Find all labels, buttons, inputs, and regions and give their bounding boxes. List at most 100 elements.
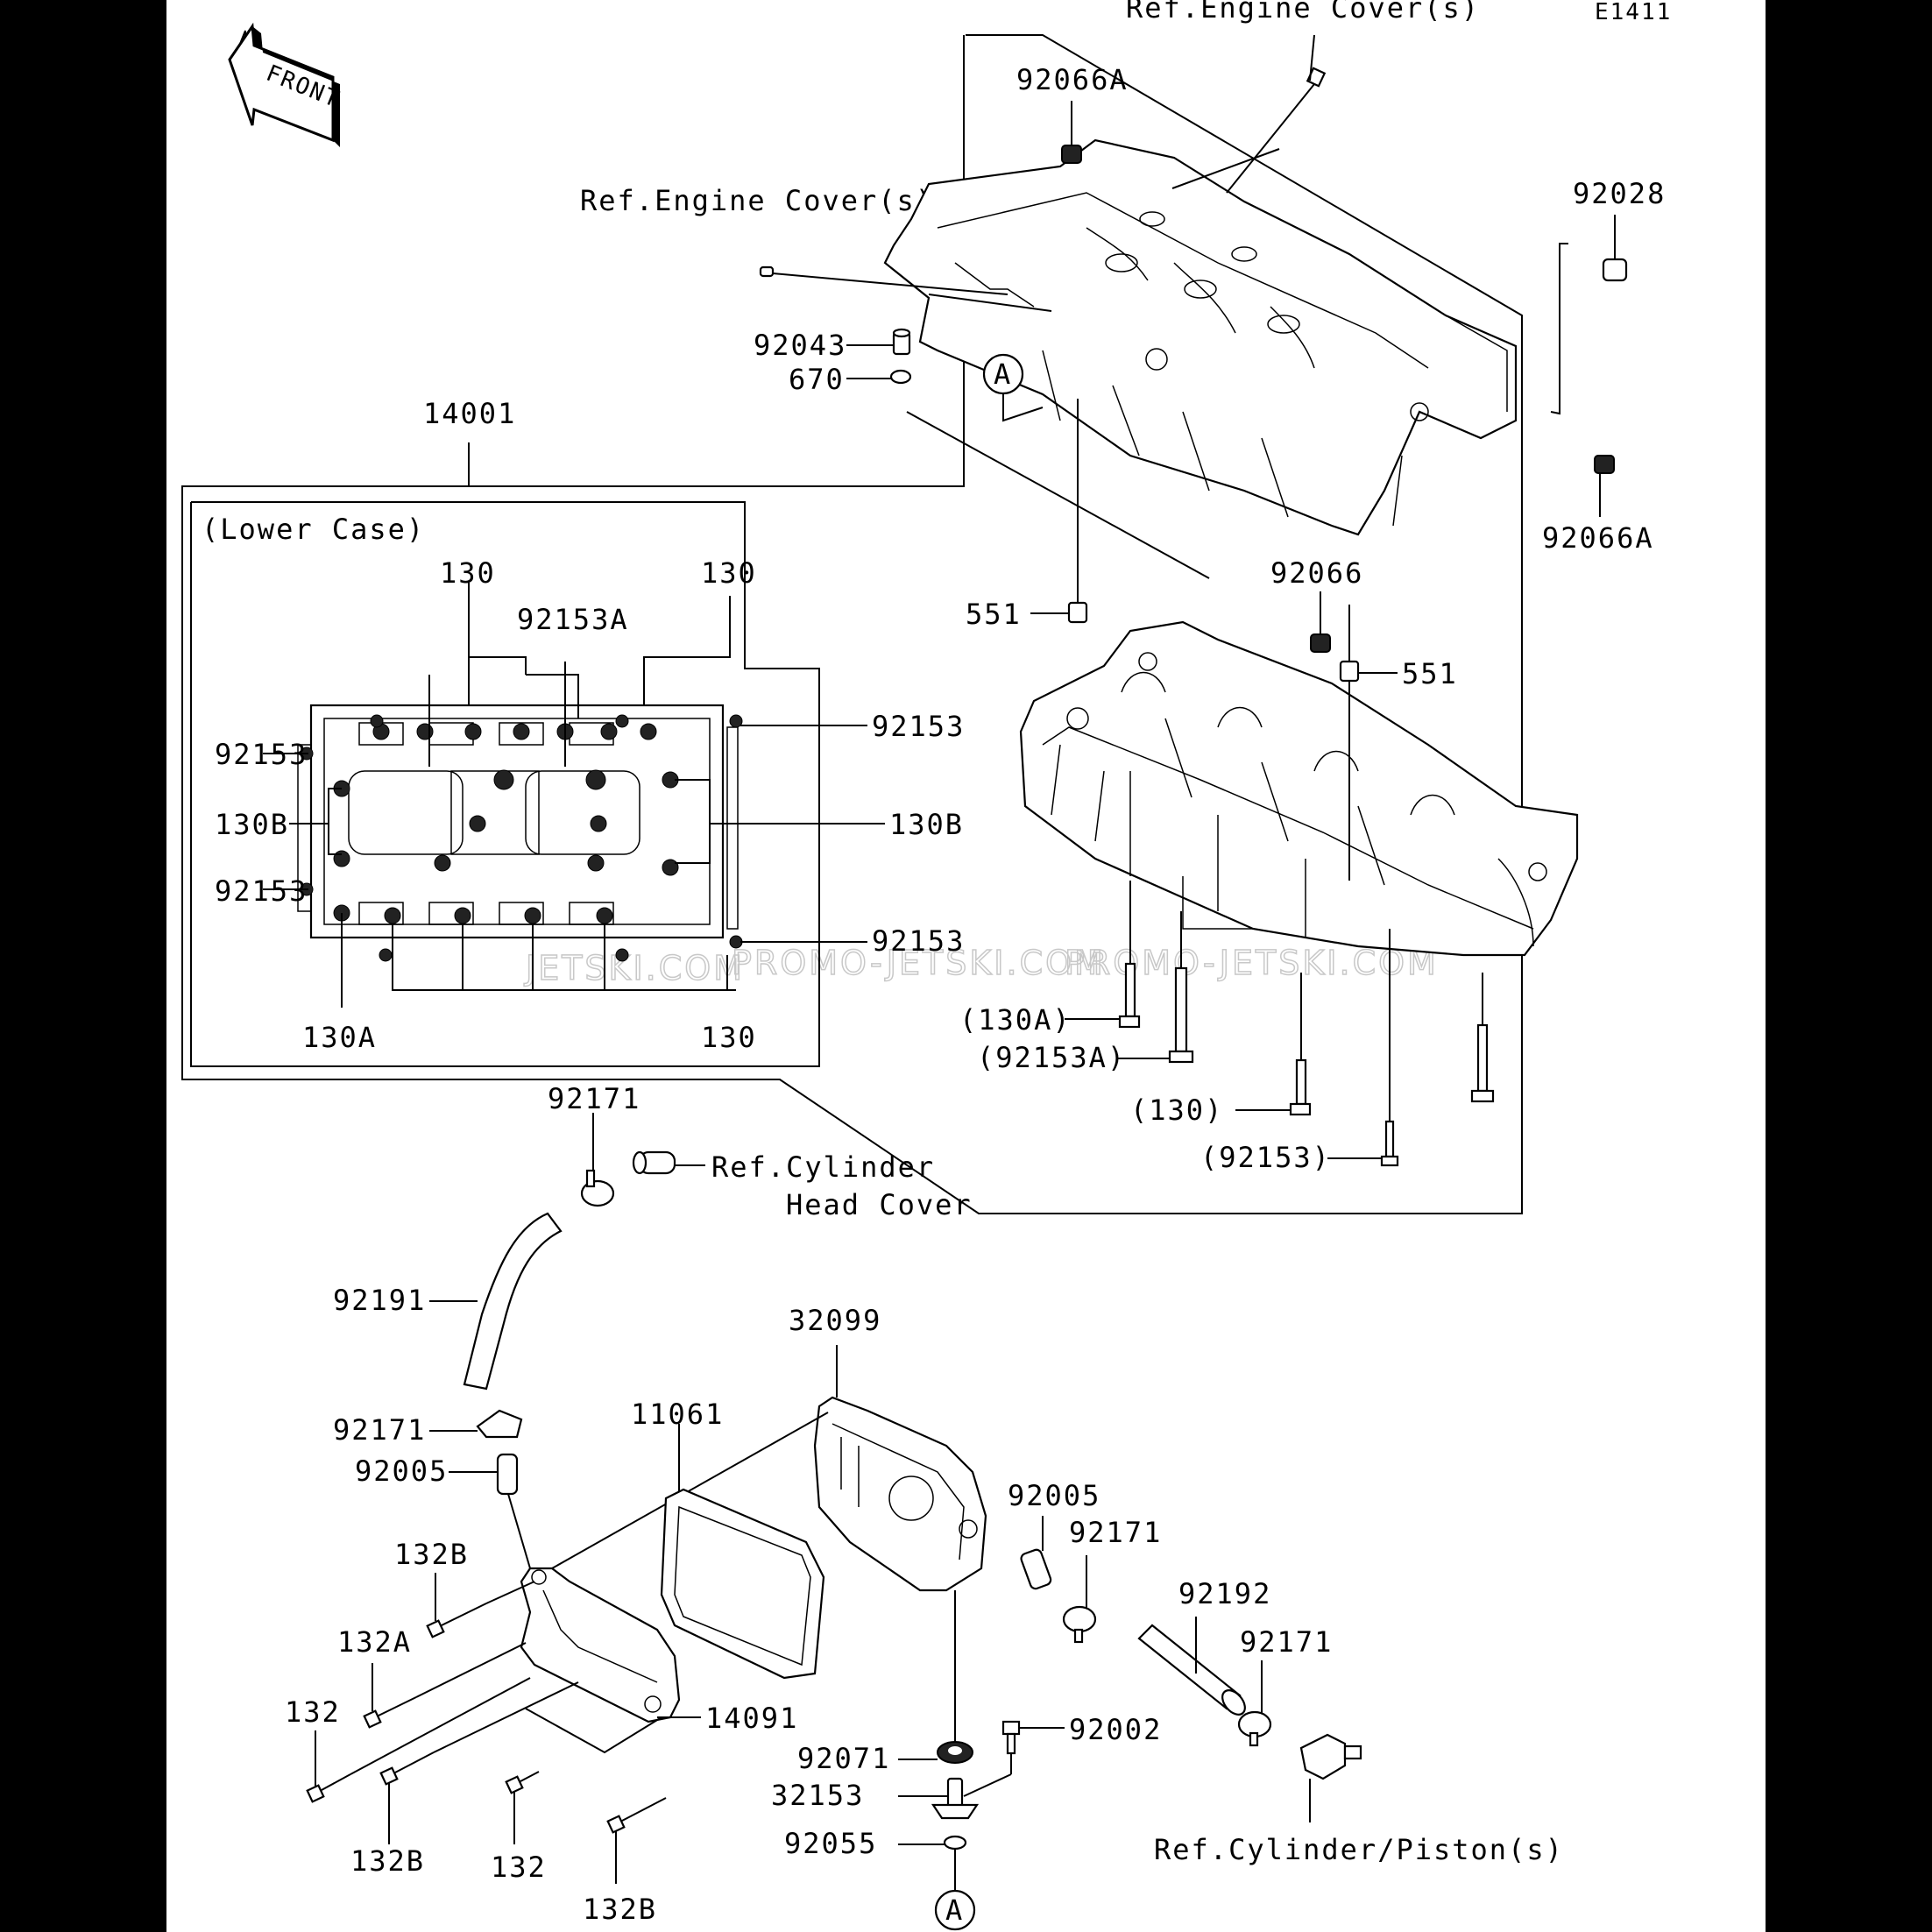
callout-92153A-paren: (92153A) — [977, 1041, 1126, 1074]
callout-92171-d: 92171 — [1240, 1625, 1333, 1659]
callout-32153: 32153 — [771, 1779, 864, 1812]
cover-14091 — [520, 1567, 681, 1723]
diagram-code: E1411 — [1595, 0, 1672, 25]
callout-130B-left: 130B — [215, 808, 289, 841]
ref-cylinder-head-cover-1: Ref.Cylinder — [711, 1150, 935, 1184]
callout-132B-mid: 132B — [350, 1844, 425, 1878]
callout-92066A-top: 92066A — [1016, 63, 1129, 96]
dowel-92066A-right — [1594, 455, 1615, 474]
callout-92028: 92028 — [1573, 177, 1666, 210]
lower-case-plan-view — [297, 704, 739, 939]
gasket-11061 — [660, 1488, 825, 1680]
callout-132B-bottom: 132B — [583, 1893, 657, 1926]
callout-132-left: 132 — [285, 1695, 341, 1729]
callout-130-paren: (130) — [1130, 1093, 1223, 1127]
assembly-bracket — [181, 34, 1523, 1214]
callout-132A: 132A — [337, 1625, 412, 1659]
bolt-132B-bottom — [606, 1797, 667, 1834]
callout-14091: 14091 — [705, 1702, 798, 1735]
ref-cylinder-head-cover-2: Head Cover — [786, 1188, 973, 1221]
callout-32099: 32099 — [789, 1304, 881, 1337]
bolt-92153 — [1380, 1120, 1399, 1167]
callout-92171-b: 92171 — [333, 1413, 426, 1447]
watermark-1: JETSKI.COM — [524, 949, 745, 987]
pipe-92005-right — [1020, 1548, 1052, 1590]
callout-130-right: 130 — [701, 556, 757, 590]
bolt-132-left — [306, 1773, 351, 1803]
ref-engine-cover-left: Ref.Engine Cover(s) — [580, 184, 934, 217]
callout-92153-bottom-left: 92153 — [215, 874, 308, 908]
callout-A-bottom: A — [945, 1893, 964, 1927]
dowel-92066 — [1310, 633, 1331, 653]
clamp-92171-top — [580, 1169, 615, 1207]
fitting-cyl-head-cover — [632, 1150, 676, 1175]
plug-92043 — [892, 328, 911, 356]
callout-130-left: 130 — [440, 556, 496, 590]
hose-92191 — [463, 1212, 563, 1391]
clamp-92171-right — [1062, 1605, 1097, 1644]
lower-case-frame — [190, 501, 820, 1067]
front-arrow-icon: FRONT — [228, 22, 343, 147]
callout-130B-right: 130B — [889, 808, 964, 841]
callout-130-bottom: 130 — [701, 1021, 757, 1054]
callout-92005-a: 92005 — [355, 1454, 448, 1488]
dowel-92066A-top — [1061, 145, 1082, 164]
bolt-132-bottom — [505, 1771, 540, 1794]
callout-14001: 14001 — [423, 397, 516, 430]
bolt-132A — [363, 1696, 417, 1729]
callout-551-right: 551 — [1402, 657, 1458, 690]
callout-92192: 92192 — [1178, 1577, 1271, 1610]
callout-A-top: A — [994, 357, 1012, 391]
callout-92153A: 92153A — [517, 603, 629, 636]
callout-92153-bottom-right: 92153 — [872, 924, 965, 958]
callout-92171-a: 92171 — [548, 1082, 640, 1115]
callout-11061: 11061 — [631, 1398, 724, 1431]
callout-92153-paren: (92153) — [1200, 1141, 1331, 1174]
bolt-92153A — [1168, 966, 1194, 1064]
dowel-551-left — [1067, 601, 1088, 624]
callout-92153-top-left: 92153 — [215, 738, 308, 771]
clamp-92171-far — [1237, 1710, 1272, 1747]
hose-92192 — [1137, 1624, 1246, 1716]
callout-92153-top-right: 92153 — [872, 710, 965, 743]
upper-crankcase — [883, 138, 1518, 536]
callout-92071: 92071 — [797, 1742, 890, 1775]
callout-551-left: 551 — [966, 598, 1022, 631]
watermark-2: PROMO-JETSKI.COM — [732, 944, 1106, 982]
dowel-551-right — [1339, 660, 1360, 683]
callout-92055: 92055 — [784, 1827, 877, 1860]
callout-92066: 92066 — [1270, 556, 1363, 590]
diagram-svg: JETSKI.COM PROMO-JETSKI.COM PROMO-JETSKI… — [181, 0, 1672, 1931]
seal-92071 — [937, 1741, 973, 1764]
lower-crankcase — [1019, 620, 1579, 957]
bolt-92002 — [1001, 1720, 1021, 1755]
parts-diagram: JETSKI.COM PROMO-JETSKI.COM PROMO-JETSKI… — [166, 0, 1766, 1932]
bolt-132B-top — [426, 1603, 487, 1638]
dowel-92028 — [1602, 258, 1628, 282]
watermark-3: PROMO-JETSKI.COM — [1065, 944, 1439, 982]
ref-pin-left — [759, 265, 775, 278]
fitting-cyl-piston — [1299, 1733, 1362, 1780]
callout-92043: 92043 — [754, 329, 846, 362]
ref-cylinder-piston: Ref.Cylinder/Piston(s) — [1154, 1833, 1564, 1866]
oring-670 — [889, 369, 912, 385]
bolt-right-extra — [1470, 1023, 1495, 1103]
bolt-130 — [1289, 1058, 1312, 1116]
callout-92005-b: 92005 — [1008, 1479, 1100, 1512]
callout-130A-paren: (130A) — [959, 1003, 1072, 1037]
strainer-32153 — [931, 1777, 980, 1820]
lower-case-label: (Lower Case) — [202, 513, 425, 546]
cover-32099 — [813, 1396, 987, 1592]
oring-92055 — [943, 1835, 967, 1851]
callout-132-bottom: 132 — [491, 1851, 547, 1884]
callout-130A: 130A — [302, 1021, 377, 1054]
callout-92191: 92191 — [333, 1284, 426, 1317]
bolt-132B-mid — [379, 1752, 435, 1786]
clamp-92171-mid — [476, 1409, 523, 1439]
callout-92002: 92002 — [1069, 1713, 1162, 1746]
marker-A-bottom — [934, 1889, 976, 1931]
pipe-92005-left — [496, 1453, 519, 1496]
callout-132B-top: 132B — [394, 1538, 469, 1571]
ref-engine-cover-top: Ref.Engine Cover(s) — [1126, 0, 1480, 25]
callout-92171-c: 92171 — [1069, 1516, 1162, 1549]
